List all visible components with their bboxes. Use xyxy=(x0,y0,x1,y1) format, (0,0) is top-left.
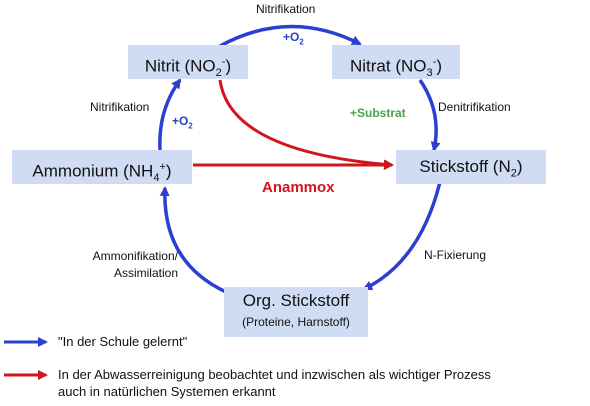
org-title: Org. Stickstoff xyxy=(242,291,350,310)
node-org-stickstoff: Org. Stickstoff (Proteine, Harnstoff) xyxy=(224,287,368,337)
label-n-fixierung: N-Fixierung xyxy=(424,248,487,262)
arrow-stickstoff-to-org xyxy=(362,181,442,291)
label-o2-top: +O2 xyxy=(283,30,304,46)
label-nitrifikation-left: Nitrifikation xyxy=(90,100,150,114)
arrow-org-to-ammonium xyxy=(159,186,227,294)
node-ammonium: Ammonium (NH4+) xyxy=(12,150,192,184)
org-subtitle: (Proteine, Harnstoff) xyxy=(242,315,350,329)
label-nitrifikation-top: Nitrifikation xyxy=(256,2,316,16)
node-stickstoff: Stickstoff (N2) xyxy=(396,150,546,184)
ammonium-sub: 4 xyxy=(153,172,160,185)
label-anammox: Anammox xyxy=(262,179,335,196)
stickstoff-sub: 2 xyxy=(510,167,517,180)
label-substrat: +Substrat xyxy=(350,106,406,120)
stickstoff-text: Stickstoff (N xyxy=(419,157,511,176)
arrow-nitrat-to-stickstoff xyxy=(418,79,441,152)
o2-top-sub: 2 xyxy=(299,37,304,47)
nitrat-end: ) xyxy=(436,56,442,76)
legend-blue-text: "In der Schule gelernt" xyxy=(58,334,188,349)
arrow-nitrit-to-nitrat xyxy=(219,24,362,48)
legend-red-text: In der Abwasserreinigung beobachtet und … xyxy=(58,366,491,400)
stickstoff-end: ) xyxy=(516,157,523,176)
legend-red-line1: In der Abwasserreinigung beobachtet und … xyxy=(58,367,491,382)
node-nitrat: Nitrat (NO3-) xyxy=(332,45,460,79)
arrow-ammonium-to-nitrit xyxy=(158,78,182,151)
node-nitrit: Nitrit (NO2-) xyxy=(128,45,248,79)
o2-top-text: +O xyxy=(283,30,300,44)
o2-left-sub: 2 xyxy=(188,121,193,131)
arrow-anammox-nitrit xyxy=(218,79,394,170)
nitrit-end: ) xyxy=(225,56,232,76)
ammonium-end: ) xyxy=(165,161,172,181)
nitrat-sub: 3 xyxy=(426,67,433,80)
nitrit-text: Nitrit (NO xyxy=(144,56,216,76)
ammonium-sup: + xyxy=(159,161,166,173)
legend-red-line2: auch in natürlichen Systemen erkannt xyxy=(58,384,276,399)
label-ammonifikation: Ammonifikation/ Assimilation xyxy=(78,248,178,282)
label-denitrifikation: Denitrifikation xyxy=(438,100,511,114)
nitrat-sup: - xyxy=(432,56,437,68)
ammonifikation-line2: Assimilation xyxy=(113,266,178,280)
nitrit-sup: - xyxy=(221,56,226,68)
label-o2-left: +O2 xyxy=(172,114,193,130)
ammonium-text: Ammonium (NH xyxy=(32,161,154,181)
nitrit-sub: 2 xyxy=(215,67,222,80)
nitrat-text: Nitrat (NO xyxy=(349,56,427,76)
o2-left-text: +O xyxy=(172,114,189,128)
ammonifikation-line1: Ammonifikation/ xyxy=(92,249,178,263)
